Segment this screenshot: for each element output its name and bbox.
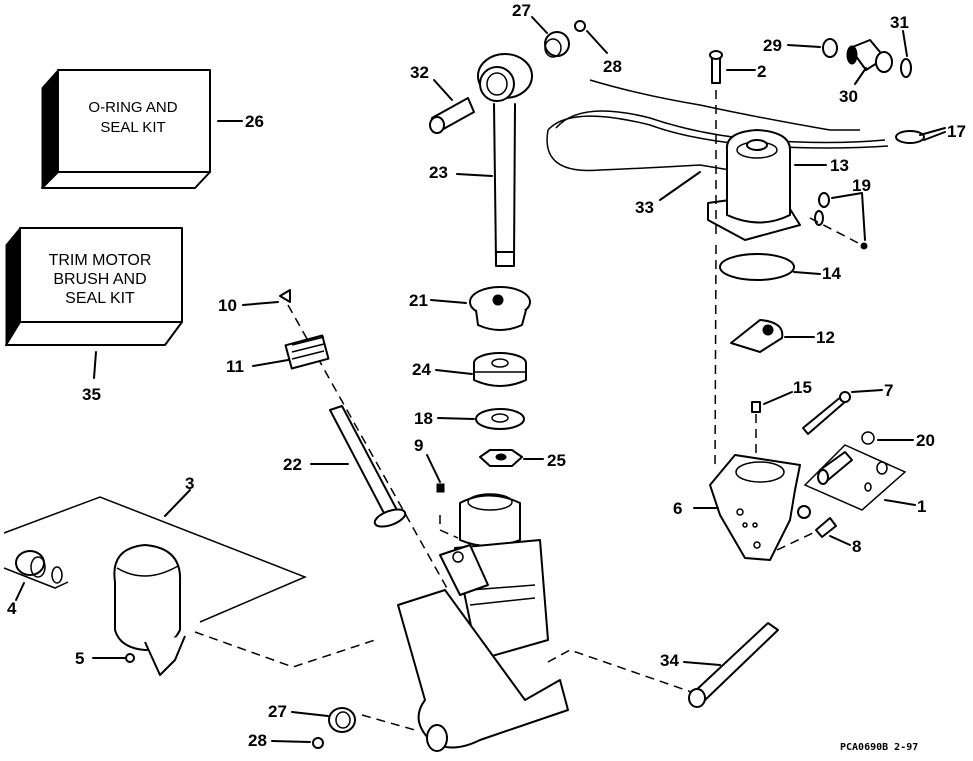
cylinder-cap-stack	[469, 286, 531, 467]
callout-26: 26	[245, 112, 264, 131]
reservoir-assembly	[3, 489, 376, 676]
callout-11: 11	[226, 357, 244, 376]
trim-rod-assembly	[429, 20, 586, 267]
callout-28-top: 28	[603, 57, 622, 76]
callout-30: 30	[839, 87, 858, 106]
callout-33: 33	[635, 198, 654, 217]
cylinder-housing	[397, 493, 701, 752]
callout-8: 8	[852, 537, 861, 556]
callout-24: 24	[412, 360, 431, 379]
callout-2: 2	[757, 62, 766, 81]
trim-motor-kit-box: TRIM MOTOR BRUSH AND SEAL KIT	[5, 226, 183, 347]
callout-19: 19	[852, 176, 871, 195]
callout-6: 6	[673, 499, 682, 518]
seal-kit-box: O-RING AND SEAL KIT	[41, 68, 211, 190]
callout-25: 25	[547, 451, 566, 470]
callout-31: 31	[890, 13, 909, 32]
callout-4: 4	[7, 599, 17, 618]
callout-15: 15	[793, 378, 812, 397]
callout-21: 21	[409, 291, 428, 310]
callout-1: 1	[917, 497, 926, 516]
callout-22: 22	[283, 455, 302, 474]
kit-35-line-2: BRUSH AND	[53, 271, 146, 288]
callout-9: 9	[414, 436, 423, 455]
kit-35-line-1: TRIM MOTOR	[49, 252, 152, 269]
pump-manifold	[709, 454, 811, 561]
callout-35: 35	[82, 385, 101, 404]
callout-17: 17	[947, 122, 966, 141]
callout-10: 10	[218, 296, 237, 315]
drawing-code: PCA0690B 2-97	[840, 742, 918, 753]
callout-13: 13	[830, 156, 849, 175]
callout-32: 32	[410, 63, 429, 82]
callout-12: 12	[816, 328, 835, 347]
callout-14: 14	[822, 264, 841, 283]
callout-29: 29	[763, 36, 782, 55]
callout-28-bottom: 28	[248, 731, 267, 750]
callout-20: 20	[916, 431, 935, 450]
callout-3: 3	[185, 474, 194, 493]
manual-release-parts	[279, 289, 449, 591]
callout-5: 5	[75, 649, 84, 668]
callout-18: 18	[414, 409, 433, 428]
trim-motor	[546, 79, 946, 471]
callout-23: 23	[429, 163, 448, 182]
pivot-pin	[688, 622, 779, 708]
kit-35-line-3: SEAL KIT	[65, 290, 135, 307]
callout-27-top: 27	[512, 1, 531, 20]
callout-34: 34	[660, 651, 679, 670]
kit-26-line-2: SEAL KIT	[100, 119, 165, 136]
kit-26-line-1: O-RING AND	[88, 99, 177, 116]
callout-27-bottom: 27	[268, 702, 287, 721]
callout-7: 7	[884, 381, 893, 400]
